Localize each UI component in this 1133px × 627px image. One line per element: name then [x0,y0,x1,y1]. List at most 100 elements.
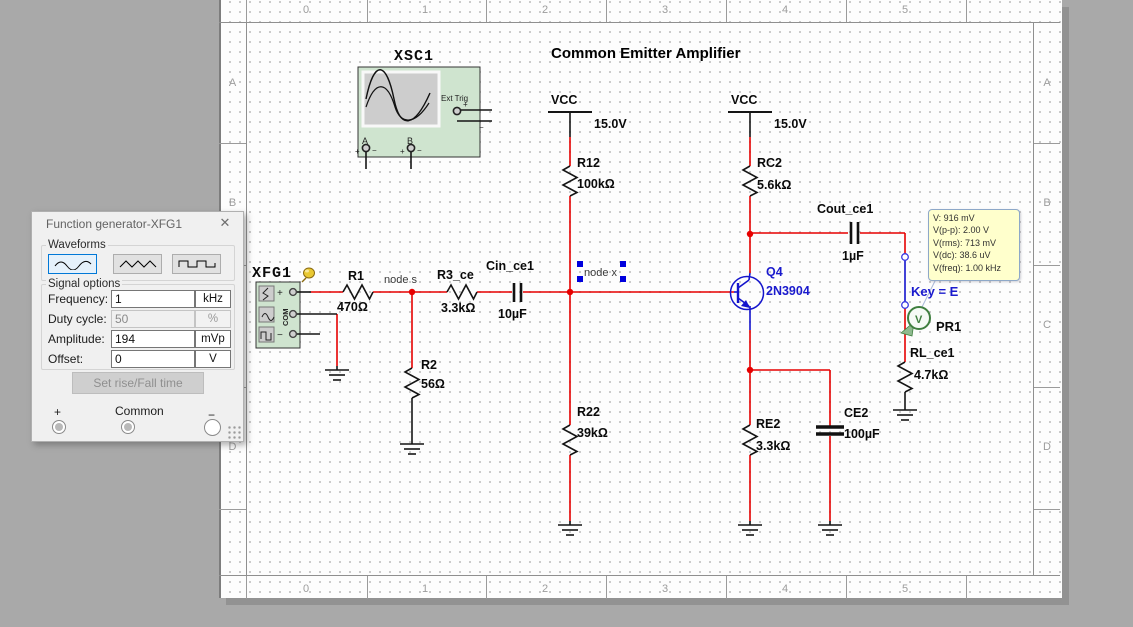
resistor-r12[interactable]: R12 100kΩ [561,156,615,197]
minus-glyph: − [417,146,422,155]
oscilloscope-xsc1[interactable]: XSC1 Ext Trig + − A B + − + − [355,48,492,169]
probe-v-glyph: V [915,314,923,326]
ruler-number: 2 [541,4,549,16]
offset-unit[interactable]: V [195,350,231,368]
ruler-tick [219,509,246,510]
square-waveform-button[interactable] [172,254,221,274]
channel-a-terminal[interactable] [361,143,371,153]
r12-label: R12 [577,156,600,170]
net-node-circle[interactable] [901,301,909,309]
resistor-r2[interactable]: R2 56Ω [403,358,445,399]
re2-label: RE2 [756,417,780,431]
capacitor-ce2[interactable]: CE2 100µF [816,406,880,441]
channel-b-terminal[interactable] [406,143,416,153]
resistor-r1[interactable]: R1 470Ω [337,269,374,314]
ruler-tick [606,0,607,22]
rlce1-value: 4.7kΩ [914,368,948,382]
ruler-tick [726,576,727,599]
vcc-source-2[interactable]: VCC 15.0V [728,93,807,131]
minus-terminal-label: − [208,408,216,422]
amplitude-unit[interactable]: mVp [195,330,231,348]
probe-reading: V(rms): 713 mV [933,237,997,248]
node-x-selected[interactable]: node x [577,261,626,282]
ce2-label: CE2 [844,406,868,420]
ground-rl [893,406,917,421]
resistor-r3ce[interactable]: R3_ce 3.3kΩ [437,268,478,315]
q4-label: Q4 [766,265,783,279]
emitter-arrow-icon [741,300,750,308]
selection-handle[interactable] [577,276,583,282]
ruler-tick [846,576,847,599]
ruler-letter: B [228,197,237,209]
selection-handle[interactable] [620,261,626,267]
ext-trig-terminal[interactable] [452,106,462,116]
ruler-letter: D [228,441,237,453]
amplitude-label: Amplitude: [48,332,105,346]
ruler-tick [367,576,368,599]
wires-red[interactable] [311,137,906,521]
ground-symbols[interactable] [325,366,917,536]
node-s-label[interactable]: node s [384,274,418,286]
frequency-input[interactable] [111,290,195,308]
resistor-re2[interactable]: RE2 3.3kΩ [741,417,790,456]
selection-handle[interactable] [620,276,626,282]
function-generator-dialog[interactable]: Function generator-XFG1 ✕ Waveforms Sign… [31,211,244,442]
plus-radio[interactable] [52,420,66,434]
rc2-value: 5.6kΩ [757,178,791,192]
ground-re2 [738,521,762,536]
dialog-title: Function generator-XFG1 [46,217,183,231]
node-x-label[interactable]: node x [584,267,618,279]
ruler-tick [246,0,247,22]
triangle-waveform-button[interactable] [113,254,162,274]
ruler-tick [606,576,607,599]
cince1-label: Cin_ce1 [486,259,534,273]
resistor-rlce1[interactable]: RL_ce1 4.7kΩ [896,346,955,393]
ruler-letter: B [1043,197,1051,209]
net-node-circle[interactable] [901,253,909,261]
sine-wave-icon [54,260,91,270]
channel-a-label: A [362,136,368,146]
xfg-plus-terminal[interactable] [288,287,298,297]
resize-grip[interactable] [227,425,241,439]
rc2-label: RC2 [757,156,782,170]
minus-glyph: − [479,123,484,132]
resistor-rc2[interactable]: RC2 5.6kΩ [741,156,791,197]
ruler-tick [486,0,487,22]
amplitude-input[interactable] [111,330,195,348]
common-radio[interactable] [121,420,135,434]
ruler-number: 0 [302,4,310,16]
probe-circle-icon[interactable] [907,306,931,330]
wires-black[interactable] [297,112,906,440]
probe-readout[interactable]: V: 916 mV V(p-p): 2.00 V V(rms): 713 mV … [928,209,1020,281]
ruler-number: 4 [781,4,789,16]
voltage-probe-pr1[interactable]: V Key = E PR1 [900,276,961,337]
capacitor-coutce1[interactable]: Cout_ce1 1µF [817,202,873,263]
plus-glyph: + [355,147,360,156]
ruler-number: 2 [541,583,549,595]
close-icon[interactable]: ✕ [219,215,231,230]
duty-cycle-label: Duty cycle: [48,312,107,326]
ground-ce2 [818,521,842,536]
frequency-label: Frequency: [48,292,109,306]
ruler-tick [726,0,727,22]
sine-waveform-button[interactable] [48,254,97,274]
ruler-tick [966,576,967,599]
schematic-title: Common Emitter Amplifier [551,45,741,62]
xfg-com-terminal[interactable] [288,309,298,319]
transistor-q4[interactable]: Q4 2N3904 [729,265,810,330]
resistor-r22[interactable]: R22 39kΩ [561,405,608,456]
capacitor-cince1[interactable]: Cin_ce1 10µF [486,259,534,321]
offset-input[interactable] [111,350,195,368]
probe-reading: V(freq): 1.00 kHz [933,262,1002,273]
frequency-unit[interactable]: kHz [195,290,231,308]
minus-radio[interactable] [204,419,221,436]
ruler-tick [367,0,368,22]
xfg-minus-terminal[interactable] [288,329,298,339]
vcc-source-1[interactable]: VCC 15.0V [548,93,627,131]
r22-label: R22 [577,405,600,419]
vcc2-value: 15.0V [774,117,807,131]
function-generator-xfg1[interactable]: XFG1 + COM − [252,265,315,349]
selection-handle[interactable] [577,261,583,267]
coutce1-label: Cout_ce1 [817,202,873,216]
